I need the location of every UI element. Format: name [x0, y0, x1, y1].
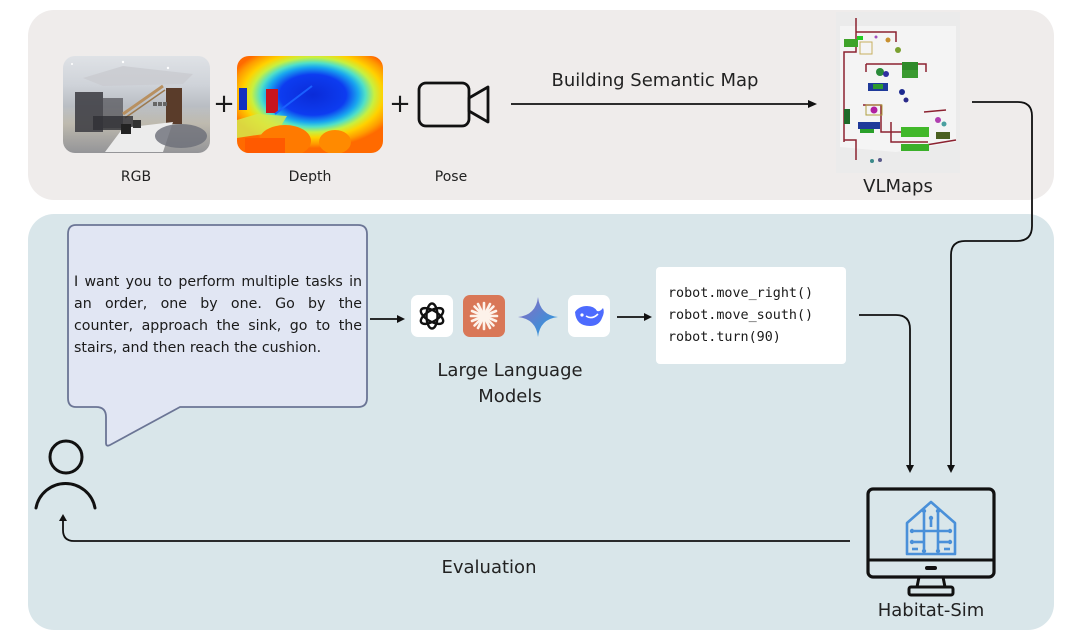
- llm-label-line1: Large Language: [437, 360, 583, 381]
- evaluation-label: Evaluation: [441, 557, 537, 578]
- code-output-box: robot.move_right() robot.move_south() ro…: [656, 267, 846, 364]
- evaluation-arrowhead: [59, 514, 67, 521]
- llm-label-line2: Models: [478, 386, 542, 407]
- claude-logo-icon: [463, 295, 505, 337]
- plus-symbol: +: [389, 89, 411, 119]
- building-semantic-map-label: Building Semantic Map: [551, 70, 759, 91]
- rgb-label: RGB: [120, 169, 152, 185]
- code-line: robot.move_right(): [668, 286, 814, 301]
- evaluation-connector: [62, 520, 850, 542]
- map-to-sim-arrowhead: [947, 465, 955, 473]
- gemini-logo-icon: [516, 295, 560, 339]
- depth-label: Depth: [288, 169, 332, 185]
- code-line: robot.turn(90): [668, 330, 781, 345]
- pose-label: Pose: [434, 169, 468, 185]
- speech-bubble: [67, 224, 368, 447]
- instruction-arrow: [370, 315, 405, 323]
- code-line: robot.move_south(): [668, 308, 814, 323]
- depth-image: [237, 56, 383, 153]
- monitor-icon: [865, 486, 997, 598]
- habitat-sim-label: Habitat-Sim: [877, 600, 985, 621]
- habitat-logo-icon: [904, 499, 958, 559]
- plus-symbol: +: [213, 89, 235, 119]
- instruction-text: I want you to perform multiple tasks in …: [74, 274, 362, 356]
- vlmaps-label: VLMaps: [863, 176, 933, 197]
- user-icon: [34, 439, 97, 510]
- rgb-image: [63, 56, 210, 153]
- code-to-sim-connector: [859, 314, 911, 465]
- openai-logo-icon: [411, 295, 453, 337]
- llm-output-arrow: [617, 313, 652, 321]
- building-map-arrow: [511, 100, 817, 108]
- video-camera-icon: [417, 81, 491, 128]
- deepseek-logo-icon: [568, 295, 610, 337]
- code-to-sim-arrowhead: [906, 465, 914, 473]
- map-to-sim-connector: [950, 101, 1033, 465]
- semantic-map-image: [836, 12, 960, 173]
